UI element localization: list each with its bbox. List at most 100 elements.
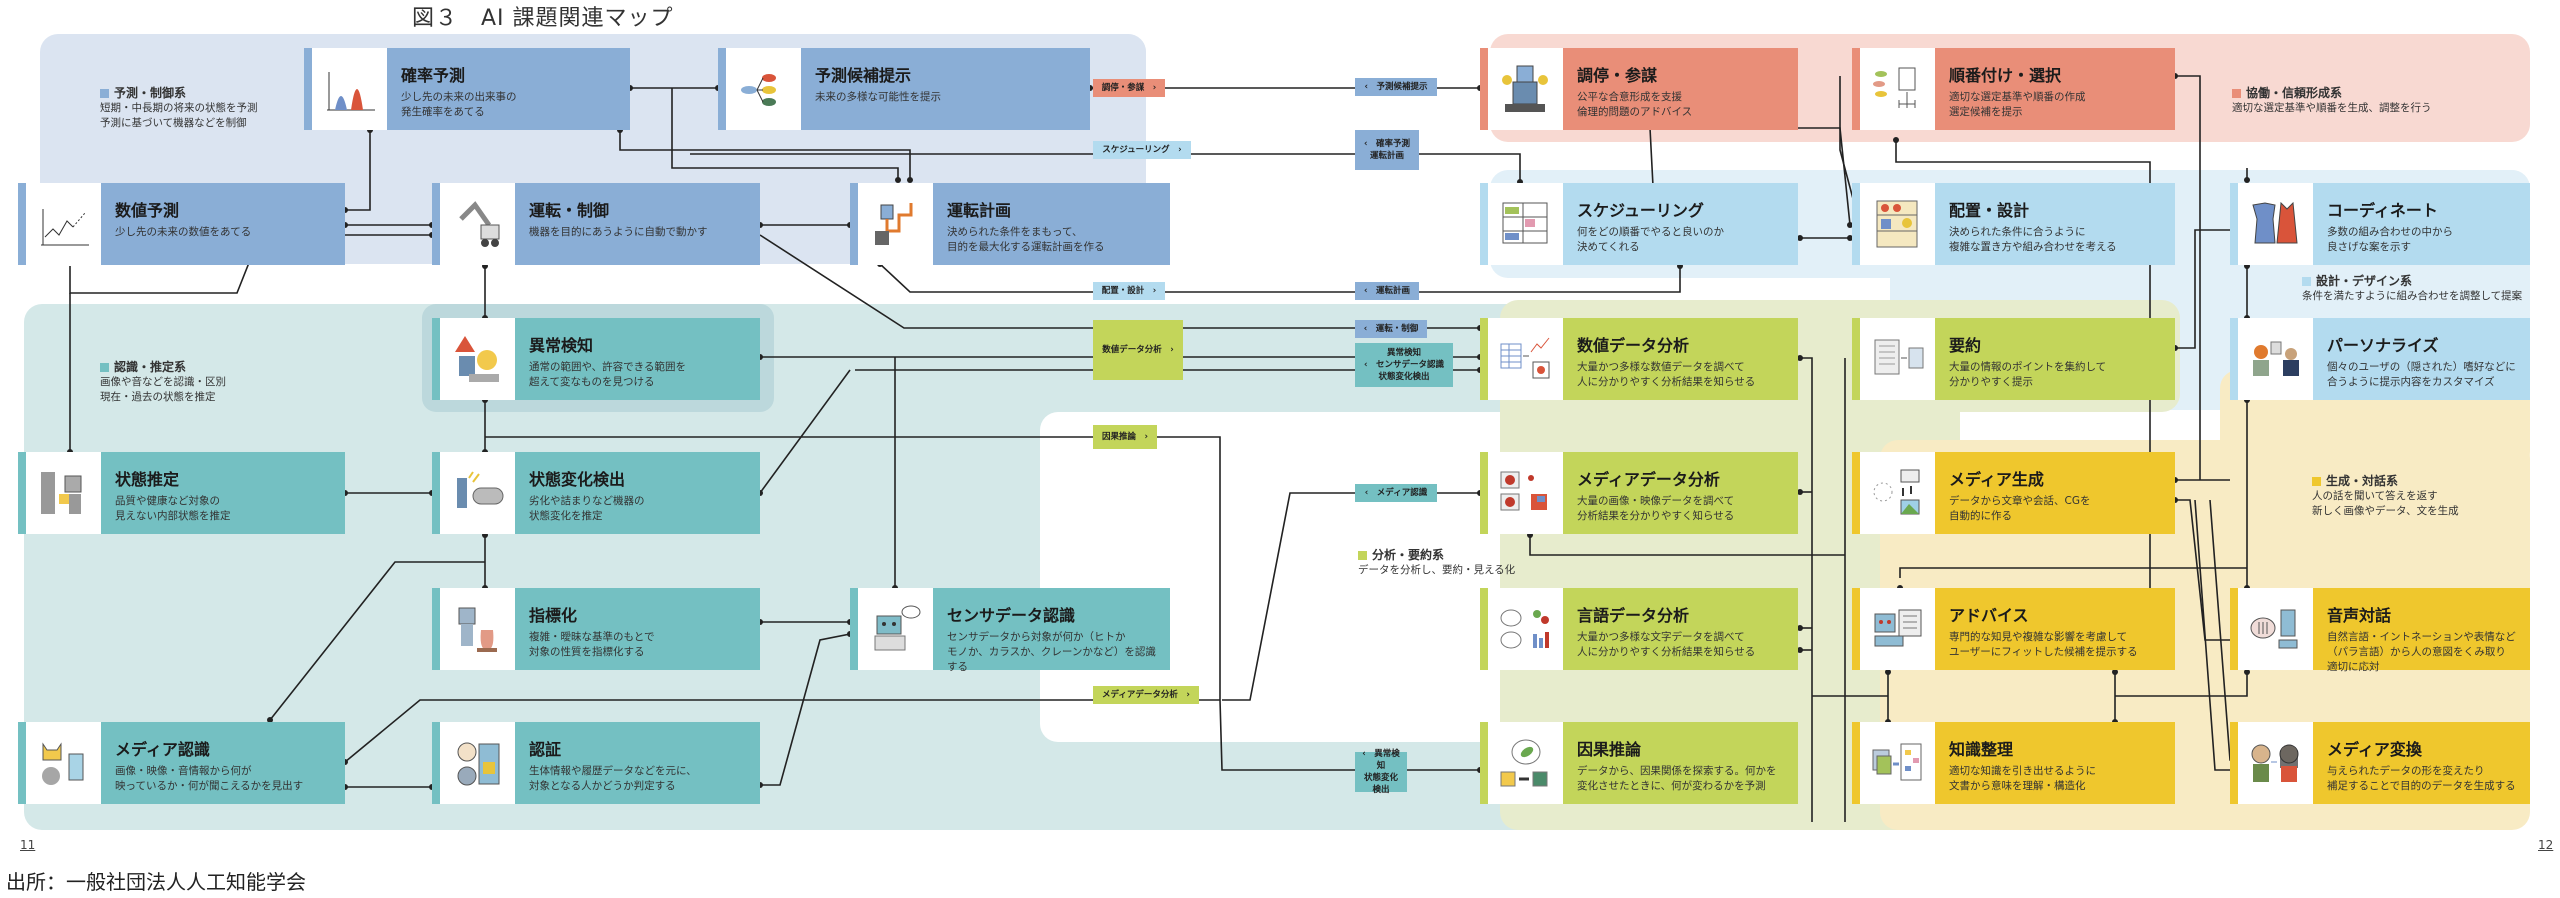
card-desc: 大量の情報のポイントを集約して 分かりやすく提示 — [1949, 361, 2107, 388]
category-title: 設計・デザイン系 — [2316, 274, 2413, 288]
tag-unten-keikaku[interactable]: ‹ 運転計画 — [1355, 282, 1419, 300]
probability-chart-icon — [326, 72, 375, 111]
card-desc: 与えられたデータの形を変えたり 補足することで目的のデータを生成する — [2327, 765, 2516, 792]
card-yosoku-kouho-teiji[interactable]: 予測候補提示未来の多様な可能性を提示 — [718, 48, 1090, 130]
card-media-data-bunseki[interactable]: メディアデータ分析大量の画像・映像データを調べて 分析結果を分かりやすく知らせる — [1480, 452, 1798, 534]
category-title: 協働・信頼形成系 — [2246, 86, 2343, 100]
card-haichi-sekkei[interactable]: 配置・設計決められた条件に合うように 複雑な置き方や組み合わせを考える — [1852, 183, 2175, 265]
card-desc: 何をどの順番でやると良いのか 決めてくれる — [1577, 226, 1724, 253]
card-ijou-kenchi[interactable]: 異常検知通常の範囲や、許容できる範囲を 超えて変なものを見つける — [432, 318, 760, 400]
card-inga-suiron[interactable]: 因果推論データから、因果関係を探索する。何かを 変化させたときに、何が変わるかを… — [1480, 722, 1798, 804]
card-onsei-taiwa[interactable]: 音声対話自然言語・イントネーションや表情など （パラ言語）から人の意図をくみ取り… — [2230, 588, 2530, 673]
card-title: 数値データ分析 — [1577, 336, 1690, 355]
tag-yosoku-kouho-teiji[interactable]: ‹ 予測候補提示 — [1355, 78, 1437, 96]
card-unten-seigyo[interactable]: 運転・制御機器を目的にあうように自動で動かす — [432, 183, 760, 265]
card-title: 予測候補提示 — [815, 66, 912, 85]
card-title: メディア変換 — [2327, 740, 2422, 759]
card-title: 運転計画 — [947, 201, 1012, 220]
card-sensor-data-ninshiki[interactable]: センサデータ認識センサデータから対象が何か（ヒトか モノか、カラスか、クレーンか… — [850, 588, 1170, 673]
card-advice[interactable]: アドバイス専門的な知見や複雑な影響を考慮して ユーザーにフィットした候補を提示す… — [1852, 588, 2175, 670]
card-desc: 決められた条件に合うように 複雑な置き方や組み合わせを考える — [1949, 226, 2117, 253]
tag-choutei-sanbou[interactable]: 調停・参謀 › — [1093, 79, 1165, 97]
tag-ijou-joutai-henka[interactable]: ‹ 異常検知 状態変化検出 — [1355, 749, 1407, 795]
spreadsheet-chart-icon — [1500, 337, 1549, 379]
card-media-ninshiki[interactable]: メディア認識画像・映像・音情報から何が 映っているか・何が聞こえるかを見出す — [18, 722, 345, 804]
ranking-tree-icon — [1872, 67, 1915, 108]
document-summary-icon — [1874, 339, 1923, 375]
shelf-layout-icon — [1876, 200, 1917, 248]
card-title: 異常検知 — [529, 336, 594, 355]
users-icon — [2252, 341, 2299, 376]
card-coordinate[interactable]: コーディネート多数の組み合わせの中から 良さげな案を示す — [2230, 183, 2530, 265]
tag-kakuritsu-unten-keikaku[interactable]: ‹ 確率予測 運転計画 — [1355, 130, 1419, 170]
category-analyze: 分析・要約系 データを分析し、要約・見える化 — [1358, 548, 1515, 578]
category-desc: 人の話を聞いて答えを返す 新しく画像やデータ、文を生成 — [2312, 490, 2459, 517]
card-title: 言語データ分析 — [1577, 606, 1690, 625]
card-personalize[interactable]: パーソナライズ個々のユーザの（隠された）嗜好などに 合うように提示内容をカスタマ… — [2230, 318, 2530, 400]
card-joutai-henka-kenshutsu[interactable]: 状態変化検出劣化や詰まりなど機器の 状態変化を推定 — [432, 452, 760, 534]
sensor-robot-icon — [874, 605, 920, 651]
card-chishiki-seiri[interactable]: 知識整理適切な知識を引き出せるように 文書から意味を理解・構造化 — [1852, 722, 2175, 804]
card-desc: 劣化や詰まりなど機器の 状態変化を推定 — [529, 495, 645, 522]
card-ninshou[interactable]: 認証生体情報や履歴データなどを元に、 対象となる人かどうか判定する — [432, 722, 760, 804]
card-scheduling[interactable]: スケジューリング何をどの順番でやると良いのか 決めてくれる — [1480, 183, 1798, 265]
tag-ijou-sensor-joutai[interactable]: 異常検知 ‹ センサデータ認識 状態変化検出 — [1355, 343, 1453, 387]
card-junban-sentaku[interactable]: 順番付け・選択適切な選定基準や順番の作成 選定候補を提示 — [1852, 48, 2175, 130]
legend-square-icon — [2232, 89, 2241, 98]
tag-media-ninshiki[interactable]: ‹ メディア認識 — [1355, 484, 1437, 502]
card-desc: 専門的な知見や複雑な影響を考慮して ユーザーにフィットした候補を提示する — [1949, 631, 2138, 658]
card-desc: 未来の多様な可能性を提示 — [815, 91, 941, 103]
card-title: 配置・設計 — [1949, 201, 2030, 220]
card-choutei-sanbou[interactable]: 調停・参謀公平な合意形成を支援 倫理的問題のアドバイス — [1480, 48, 1798, 130]
card-kakuritsu-yosoku[interactable]: 確率予測少し先の未来の出来事の 発生確率をあてる — [304, 48, 630, 130]
card-desc: 適切な選定基準や順番の作成 選定候補を提示 — [1949, 91, 2086, 118]
branching-forecast-icon — [740, 74, 776, 106]
card-desc: データから文章や会話、CGを 自動的に作る — [1949, 495, 2091, 522]
card-title: 認証 — [529, 740, 562, 759]
card-title: パーソナライズ — [2327, 336, 2439, 355]
vase-robot-icon — [458, 607, 497, 652]
card-shihyouka[interactable]: 指標化複雑・曖昧な基準のもとで 対象の性質を指標化する — [432, 588, 760, 670]
card-desc: 決められた条件をまもって、 目的を最大化する運転計画を作る — [947, 226, 1105, 253]
card-title: メディア生成 — [1949, 470, 2044, 489]
card-title: センサデータ認識 — [947, 606, 1076, 625]
card-desc: データから、因果関係を探索する。何かを 変化させたときに、何が変わるかを予測 — [1577, 765, 1777, 792]
category-desc: 条件を満たすように組み合わせを調整して提案 — [2302, 290, 2523, 302]
category-desc: データを分析し、要約・見える化 — [1358, 564, 1516, 576]
voice-robot-icon — [2250, 609, 2297, 649]
category-title: 認識・推定系 — [114, 360, 187, 374]
card-desc: 大量かつ多様な文字データを調べて 人に分かりやすく分析結果を知らせる — [1577, 631, 1756, 658]
card-desc: 品質や健康など対象の 見えない内部状態を推定 — [115, 495, 231, 522]
page-title: 図３ AI 課題関連マップ — [412, 6, 674, 31]
category-predict: 予測・制御系 短期・中長期の将来の状態を予測 予測に基づいて機器などを制御 — [100, 86, 258, 131]
advisor-robot-icon — [1874, 609, 1921, 647]
warning-robot-icon — [454, 336, 499, 382]
face-transform-icon — [2251, 744, 2298, 782]
tag-suuchi-data-bunseki[interactable]: 数値データ分析 › — [1093, 320, 1183, 380]
card-desc: 自然言語・イントネーションや表情など （パラ言語）から人の意図をくみ取り適切に応… — [2327, 631, 2516, 673]
card-desc: センサデータから対象が何か（ヒトか モノか、カラスか、クレーンかなど）を認識する — [947, 631, 1156, 673]
source-credit: 出所：一般社団法人人工知能学会 — [6, 870, 306, 894]
card-media-henkan[interactable]: メディア変換与えられたデータの形を変えたり 補足することで目的のデータを生成する — [2230, 722, 2530, 804]
card-gengo-data-bunseki[interactable]: 言語データ分析大量かつ多様な文字データを調べて 人に分かりやすく分析結果を知らせ… — [1480, 588, 1798, 670]
tag-inga-suiron[interactable]: 因果推論 › — [1093, 425, 1157, 449]
card-suuchi-data-bunseki[interactable]: 数値データ分析大量かつ多様な数値データを調べて 人に分かりやすく分析結果を知らせ… — [1480, 318, 1798, 400]
lock-face-icon — [457, 742, 499, 786]
media-analysis-icon — [1500, 471, 1547, 511]
category-title: 予測・制御系 — [114, 86, 187, 100]
legend-square-icon — [1358, 551, 1367, 560]
card-title: 状態変化検出 — [529, 470, 626, 489]
card-joutai-suitei[interactable]: 状態推定品質や健康など対象の 見えない内部状態を推定 — [18, 452, 345, 534]
tag-haichi-sekkei[interactable]: 配置・設計 › — [1093, 282, 1165, 300]
cat-dog-icon — [41, 742, 83, 785]
tag-unten-seigyo[interactable]: ‹ 運転・制御 — [1355, 320, 1427, 338]
card-youyaku[interactable]: 要約大量の情報のポイントを集約して 分かりやすく提示 — [1852, 318, 2175, 400]
tag-media-data-bunseki[interactable]: メディアデータ分析 › — [1093, 686, 1199, 704]
card-suuchi-yosoku[interactable]: 数値予測少し先の未来の数値をあてる — [18, 183, 345, 265]
card-unten-keikaku[interactable]: 運転計画決められた条件をまもって、 目的を最大化する運転計画を作る — [850, 183, 1170, 265]
legend-square-icon — [100, 363, 109, 372]
category-design: 設計・デザイン系 条件を満たすように組み合わせを調整して提案 — [2302, 274, 2522, 304]
tag-scheduling[interactable]: スケジューリング › — [1093, 141, 1191, 159]
card-title: 順番付け・選択 — [1949, 66, 2062, 85]
card-media-seisei[interactable]: メディア生成データから文章や会話、CGを 自動的に作る — [1852, 452, 2175, 534]
